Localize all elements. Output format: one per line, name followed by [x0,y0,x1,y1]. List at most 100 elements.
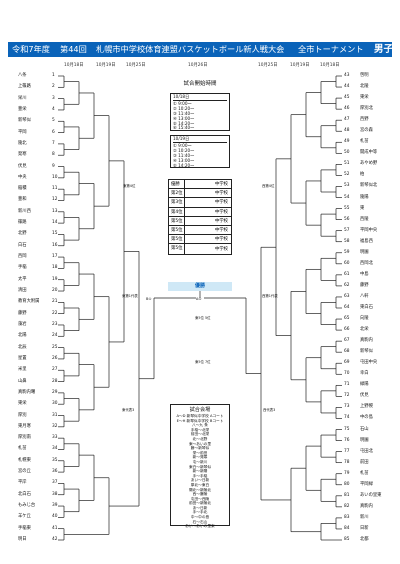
team-name: 宮の丘 [18,469,31,475]
bracket-label: 東5位 7位 [195,360,211,364]
ranking-row: 第4位 中学校 [169,207,231,217]
team-name: 伏見 [18,163,27,169]
team-name: 日新 [360,525,369,531]
ranking-place: 第4位 [169,207,185,216]
venue-line: 八〜九 条 [192,423,208,428]
venue-line: 厚北〜東白 [190,482,210,487]
seed-number: 59 [344,249,350,255]
bracket-label: 西第1代表 [262,294,278,298]
team-name: 星置 [18,355,27,361]
seed-number: 85 [344,537,350,542]
ranking-row: 第5位中学校 [169,225,231,236]
seed-number: 81 [344,492,350,498]
bracket-label: A① [196,297,202,301]
team-name: 北都 [360,537,369,542]
date-header: 10月18日 [64,63,84,68]
seed-number: 51 [344,161,350,167]
seed-number: 49 [344,139,350,145]
team-name: 東白石 [360,305,373,310]
date-header: 10月19日 [290,63,310,68]
team-name: 向陵 [360,316,369,322]
date-header: 10月18日 [320,63,340,68]
team-name: あやめ野 [360,161,378,167]
team-name: 西岡北 [360,260,373,266]
seed-number: 34 [52,446,58,452]
venue-line: 東〜あいの里 [188,441,212,446]
bracket-label: 西代表3 [263,408,276,412]
ranking-row: 第5位中学校 [169,244,231,254]
seed-number: 78 [344,459,350,465]
team-name: 八軒 [360,293,369,299]
seed-number: 42 [52,537,58,542]
tournament-subtitle: 全市トーナメント [298,44,364,54]
seed-number: 73 [344,404,350,410]
team-name: 札幌東 [18,457,31,463]
venue-line: 藤〜新琴似 [190,446,210,451]
seed-number: 22 [52,310,58,316]
team-name: 前田 [360,459,369,465]
venue-line: 栄〜前田 [192,450,208,455]
team-name: 上篠路 [18,84,31,90]
seed-number: 6 [52,129,55,135]
seed-number: 56 [344,216,350,222]
seed-number: 53 [344,183,350,189]
team-name: 東月寒 [18,423,31,429]
seed-number: 11 [52,186,58,192]
venue-line: 手〜手北 [192,510,208,515]
date-header: 10月19日 [96,63,116,68]
team-name: 厚別南 [18,435,31,441]
seed-number: 15 [52,231,58,237]
venue-line: あい〜日新 [190,478,210,483]
team-name: 西野 [360,117,369,123]
team-name: もみじ台 [18,503,36,509]
edition-label: 第44回 [60,44,87,54]
date-header: 10月25日 [126,63,146,68]
seed-number: 31 [52,412,58,418]
venue-line: 中〜中の島 [190,515,210,520]
venue-line: 新〜新陽 [192,469,208,474]
seed-number: 19 [52,276,58,282]
seed-number: 72 [344,393,350,399]
team-name: 手稲 [18,265,27,271]
team-name: 教育大附属 [18,299,40,305]
seed-number: 7 [52,140,55,146]
seed-number: 38 [52,491,58,497]
venue-line: 前田〜新陵北 [188,501,212,506]
team-name: 宮の森 [360,128,373,134]
ranking-school: 中学校 [214,246,228,252]
seed-number: 65 [344,316,350,322]
team-name: 新琴似北 [360,183,378,189]
team-name: 厚別 [18,412,27,418]
seed-number: 58 [344,238,350,244]
team-name: 西陵 [360,216,369,222]
team-name: 白石 [18,242,27,248]
seed-number: 27 [52,367,58,373]
ranking-school: 中学校 [214,209,228,215]
time-slot: ② 10:20〜 [173,105,195,111]
team-name: 真駒内 [360,503,373,509]
team-name: 開成中等 [360,150,378,156]
team-name: 八条 [18,73,27,78]
venue-line: 手稲〜北栄 [190,427,210,432]
team-name: 厚別北 [360,106,373,112]
title-banner: 令和7年度 第44回 札幌市中学校体育連盟バスケットボール新人戦大会 全市トーナ… [8,42,393,57]
seed-number: 28 [52,378,58,384]
team-name: 柏 [360,172,365,178]
venue-line: A〜D 新琴似中学校 Aコート [176,414,224,418]
seed-number: 61 [344,271,350,277]
schedule-day2: 10/19日 ① 9:00〜 ② 10:20〜 ③ 11:40〜 ④ 13:00… [170,135,230,168]
seed-number: 32 [52,423,58,429]
seed-number: 25 [52,344,58,350]
ranking-row: 第3位中学校 [169,198,231,208]
venue-line: あい〜あいの里東 [185,524,215,529]
bracket-label: 東5位 5位 [195,316,211,320]
venue-line: 陽北〜新陵北 [188,487,212,492]
team-name: 新川 [360,514,369,520]
ranking-place: 第5位 [169,216,185,225]
seed-number: 40 [52,514,58,520]
ranking-school: 中学校 [214,182,228,188]
team-name: 山鼻 [18,378,27,384]
team-name: 藤野 [18,310,27,316]
venue-line: 西〜藤陵 [192,492,208,497]
seed-number: 26 [52,355,58,361]
